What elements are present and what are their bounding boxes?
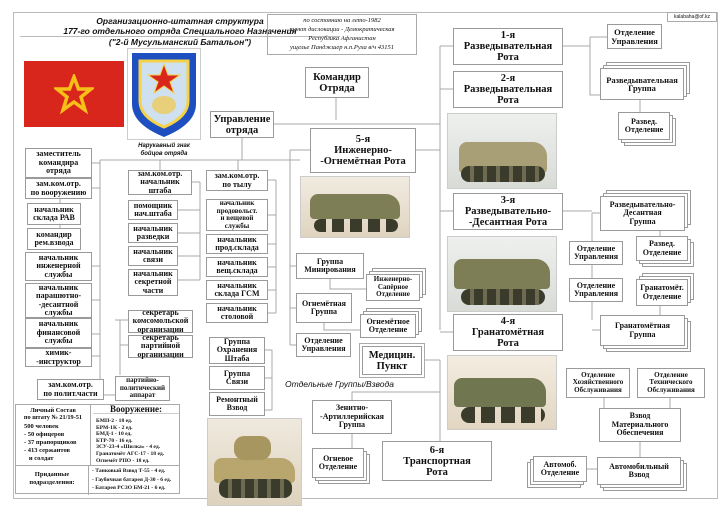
contact-email: kalabaha@of.kz xyxy=(667,12,717,22)
emblem-caption: Нарукавный знак бойцов отряда xyxy=(138,143,190,157)
supply-service-chief[interactable]: начальник продовольст. и вещевой службы xyxy=(206,199,268,231)
info-country: Республика Афганистан xyxy=(308,35,376,42)
assistant-chief-of-staff[interactable]: помощник нач.штаба xyxy=(128,200,178,220)
attached-item: - Танковый Взвод Т-55 - 4 ед. xyxy=(92,468,166,474)
hq-box[interactable]: Управление отряда xyxy=(210,111,274,138)
title-line-1: Организационно-штатная структура xyxy=(96,16,264,26)
fire-squad[interactable]: Огневое Отделение xyxy=(312,448,364,478)
star-icon xyxy=(54,74,94,114)
weapon-item: БТР-70 - 16 ед. xyxy=(96,437,133,444)
info-date: по состоянию на лето-1982 xyxy=(303,17,381,24)
auto-squad[interactable]: Автомоб. Отделение xyxy=(533,456,587,482)
attached-item: - Гаубичная батарея Д-30 - 6 ед. xyxy=(92,476,172,483)
signals-chief[interactable]: начальник связи xyxy=(128,246,178,266)
attached-item: - Батарея РСЗО БМ-21 - 6 ед. xyxy=(92,485,166,491)
company-2-box[interactable]: 2-я Разведывательная Рота xyxy=(453,71,563,108)
party-secretary[interactable]: секретарь партийной организации xyxy=(128,333,193,359)
company4-hq-squad[interactable]: Отделение Управления xyxy=(569,278,623,302)
airborne-recon-squad[interactable]: Развед. Отделение xyxy=(636,236,688,261)
intelligence-chief[interactable]: начальник разведки xyxy=(128,223,178,243)
weapons-list: БМП-2 - 18 ед. БРМ-1К - 2 ед. БМД-1 - 10… xyxy=(96,418,164,464)
company3-hq-squad[interactable]: Отделение Управления xyxy=(569,241,623,265)
recon-group[interactable]: Разведывательная Группа xyxy=(600,68,684,100)
summary-table: Личный Состав по штату № 21/19-51 500 че… xyxy=(15,404,180,495)
weapon-item: БРМ-1К - 2 ед. xyxy=(96,424,133,431)
weapons-title: Вооружение: xyxy=(93,404,179,415)
hq-guard-group[interactable]: Группа Охранения Штаба xyxy=(209,337,265,364)
company-6-box[interactable]: 6-я Транспортная Рота xyxy=(382,441,492,481)
airborne-service-chief[interactable]: начальник парашютно- -десантной службы xyxy=(25,283,92,318)
info-unit: ущелье Панджшер н.п.Руха в/ч 43151 xyxy=(290,44,394,51)
finance-chief[interactable]: начальник финансовой службы xyxy=(25,318,92,348)
weapon-item: Гранатомёт АГС-17 - 18 ед. xyxy=(96,450,165,457)
secret-section-chief[interactable]: начальник секретной части xyxy=(128,269,178,296)
repair-platoon-commander[interactable]: командир рем.взвода xyxy=(27,228,81,250)
fuel-depot-chief[interactable]: начальник склада ГСМ xyxy=(206,280,268,300)
title-line-2: 177-го отдельного отряда Специального На… xyxy=(20,26,340,37)
flamethrower-squad[interactable]: Огнемётное Отделение xyxy=(360,314,416,338)
red-flag xyxy=(24,61,124,127)
sapper-squad[interactable]: Инженерно- Сапёрное Отделение xyxy=(366,274,420,301)
deputy-commander[interactable]: заместитель командира отряда xyxy=(25,148,92,178)
weapon-item: БМП-2 - 18 ед. xyxy=(96,418,133,424)
grenade-squad[interactable]: Гранатомёт. Отделение xyxy=(636,279,688,306)
party-apparatus[interactable]: партийно- политический аппарат xyxy=(115,376,170,401)
company-3-box[interactable]: 3-я Разведывательно- -Десантная Рота xyxy=(453,193,563,230)
household-service-squad[interactable]: Отделение Хозяйственного Обслуживания xyxy=(566,368,630,398)
engineer-chief[interactable]: начальник инженерной службы xyxy=(25,252,92,281)
weapon-item: Огнемёт РПО - 18 ед. xyxy=(96,457,150,464)
zsu-shilka-photo xyxy=(207,418,302,506)
company-1-box[interactable]: 1-я Разведывательная Рота xyxy=(453,28,563,65)
attached-title: Приданные подразделения: xyxy=(29,471,75,486)
bmd1-photo xyxy=(447,236,557,312)
flamethrower-group[interactable]: Огнемётная Группа xyxy=(296,293,352,323)
info-location: пункт дислокации - Демократическая xyxy=(289,26,395,33)
weapon-item: ЗСУ-23-4 «Шилка» - 4 ед. xyxy=(96,444,161,451)
attached-list: - Танковый Взвод Т-55 - 4 ед. - Гаубична… xyxy=(88,465,171,495)
komsomol-secretary[interactable]: секретарь комсомольской организации xyxy=(128,308,193,334)
sleeve-emblem xyxy=(127,48,201,140)
shield-icon xyxy=(132,53,196,137)
title-line-3: ("2-й Мусульманский Батальон") xyxy=(108,37,252,47)
signals-group[interactable]: Группа Связи xyxy=(209,366,265,390)
technical-service-squad[interactable]: Отделение Технического Обслуживания xyxy=(637,368,705,398)
rav-depot-chief[interactable]: начальник склада РАВ xyxy=(27,203,81,225)
btr70-photo xyxy=(447,355,557,430)
deputy-political[interactable]: зам.ком.отр. по полит.части xyxy=(37,379,104,400)
repair-platoon[interactable]: Ремонтный Взвод xyxy=(209,392,265,416)
weapon-item: БМД-1 - 10 ед. xyxy=(96,431,132,438)
auto-platoon[interactable]: Автомобильный Взвод xyxy=(597,457,681,485)
chemist-instructor[interactable]: химик- -инструктор xyxy=(25,348,92,367)
personnel-title: Личный Состав по штату № 21/19-51 xyxy=(16,405,91,465)
recon-hq-squad[interactable]: Отделение Управления xyxy=(607,24,662,49)
mining-group[interactable]: Группа Минирования xyxy=(296,253,364,279)
chief-of-staff[interactable]: зам.ком.отр. начальник штаба xyxy=(128,169,192,195)
company5-hq-squad[interactable]: Отделение Управления xyxy=(296,333,351,357)
recon-airborne-group[interactable]: Разведывательно- Десантная Группа xyxy=(600,196,685,231)
grenade-group[interactable]: Гранатомётная Группа xyxy=(600,315,685,346)
page-frame xyxy=(13,12,718,499)
clothing-depot-chief[interactable]: начальник вещ.склада xyxy=(206,257,268,277)
personnel-list: 500 человек - 50 офицеров - 37 прапорщик… xyxy=(24,423,77,462)
company-5-box[interactable]: 5-я Инженерно- -Огнемётная Рота xyxy=(310,128,416,173)
separate-units-label: Отдельные Группы/Взвода xyxy=(285,379,394,389)
commander-box[interactable]: Командир Отряда xyxy=(305,67,369,98)
deputy-armament[interactable]: зам.ком.отр. по вооружению xyxy=(25,178,92,199)
btr80-photo xyxy=(300,176,410,238)
supply-platoon[interactable]: Взвод Материального Обеспечения xyxy=(599,408,681,442)
canteen-chief[interactable]: начальник столовой xyxy=(206,303,268,323)
recon-squad[interactable]: Развед. Отделение xyxy=(618,112,670,140)
aa-artillery-group[interactable]: Зенитно- -Артиллерийская Группа xyxy=(312,400,392,434)
food-depot-chief[interactable]: начальник прод.склада xyxy=(206,234,268,254)
info-box: по состоянию на лето-1982 пункт дислокац… xyxy=(267,14,417,55)
medical-point[interactable]: Медицин. Пункт xyxy=(362,346,422,375)
bmp2-photo xyxy=(447,113,557,189)
deputy-rear[interactable]: зам.ком.отр. по тылу xyxy=(206,170,268,191)
company-4-box[interactable]: 4-я Гранатомётная Рота xyxy=(453,314,563,351)
